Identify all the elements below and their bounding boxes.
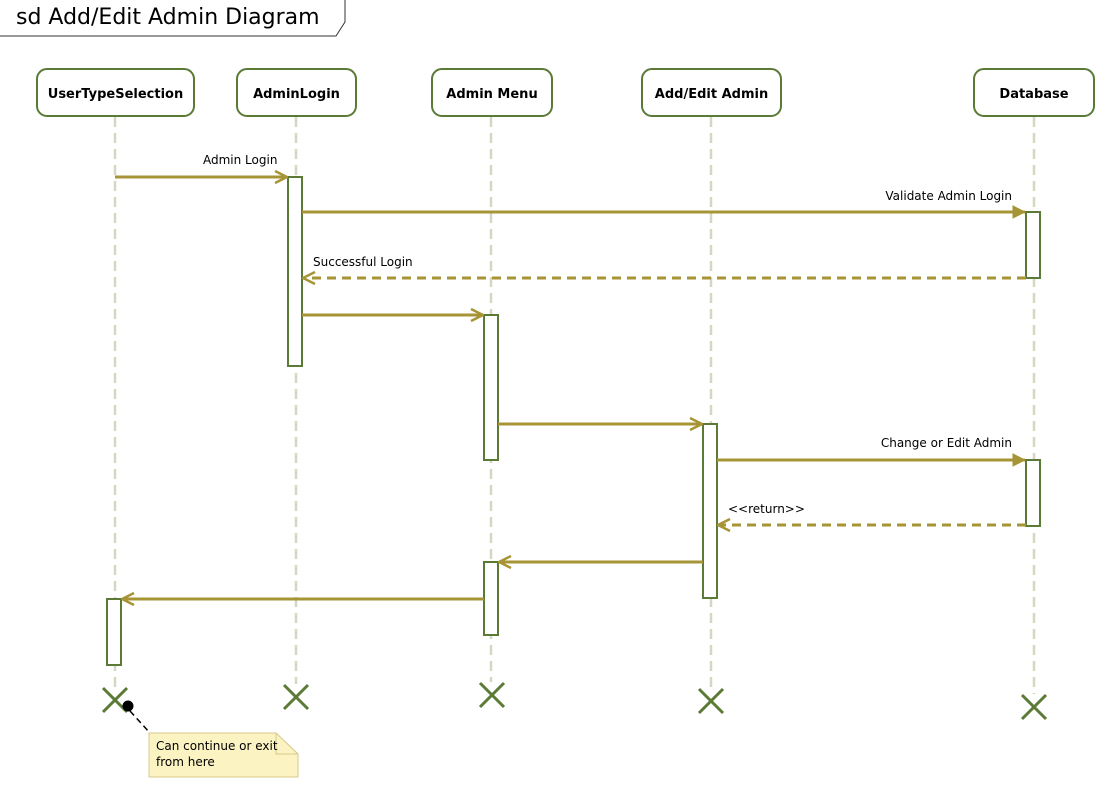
message-label-return: <<return>> [728, 502, 805, 516]
lifeline-name: Admin Menu [446, 87, 537, 102]
note-text-line-1: Can continue or exit [156, 739, 278, 753]
lifeline-lines [113, 117, 1036, 694]
note[interactable]: Can continue or exit from here [122, 700, 299, 778]
activation-db-2[interactable] [1025, 459, 1041, 527]
message-label-admin-login: Admin Login [203, 153, 277, 167]
messages [115, 177, 1026, 599]
note-anchor-dot [122, 700, 134, 712]
destroy-x-icon [478, 681, 506, 709]
activation-bars [106, 176, 1041, 666]
destroy-markers [101, 681, 1048, 721]
activation-login[interactable] [287, 176, 303, 367]
lifeline-db[interactable]: Database [973, 68, 1095, 117]
lifeline-name: Database [999, 87, 1068, 102]
message-label-successful-login: Successful Login [313, 255, 413, 269]
destroy-x-icon [1020, 693, 1048, 721]
message-label-change-or-edit-admin: Change or Edit Admin [881, 436, 1012, 450]
lifeline-name: Add/Edit Admin [655, 87, 768, 102]
lifeline-edit[interactable]: Add/Edit Admin [641, 68, 782, 117]
activation-user[interactable] [106, 598, 122, 666]
lifeline-name: UserTypeSelection [48, 87, 183, 102]
destroy-x-icon [697, 687, 725, 715]
lifeline-name: AdminLogin [253, 87, 340, 102]
lifeline-login[interactable]: AdminLogin [236, 68, 357, 117]
activation-menu-2[interactable] [483, 561, 499, 636]
frame-tab: sd Add/Edit Admin Diagram [0, 0, 346, 37]
lifeline-user[interactable]: UserTypeSelection [36, 68, 195, 117]
message-label-validate-admin-login: Validate Admin Login [885, 189, 1012, 203]
note-fold [275, 733, 298, 755]
note-body [148, 732, 299, 778]
destroy-x-icon [282, 683, 310, 711]
note-connector [129, 710, 151, 734]
activation-menu-1[interactable] [483, 314, 499, 461]
lifeline-heads: UserTypeSelection AdminLogin Admin Menu … [36, 68, 1095, 117]
note-text-line-2: from here [156, 755, 215, 769]
lifeline-menu[interactable]: Admin Menu [431, 68, 553, 117]
activation-edit[interactable] [702, 423, 718, 599]
message-labels: Admin Login Validate Admin Login Success… [203, 153, 1012, 516]
frame-title: sd Add/Edit Admin Diagram [16, 5, 320, 30]
activation-db-1[interactable] [1025, 211, 1041, 279]
